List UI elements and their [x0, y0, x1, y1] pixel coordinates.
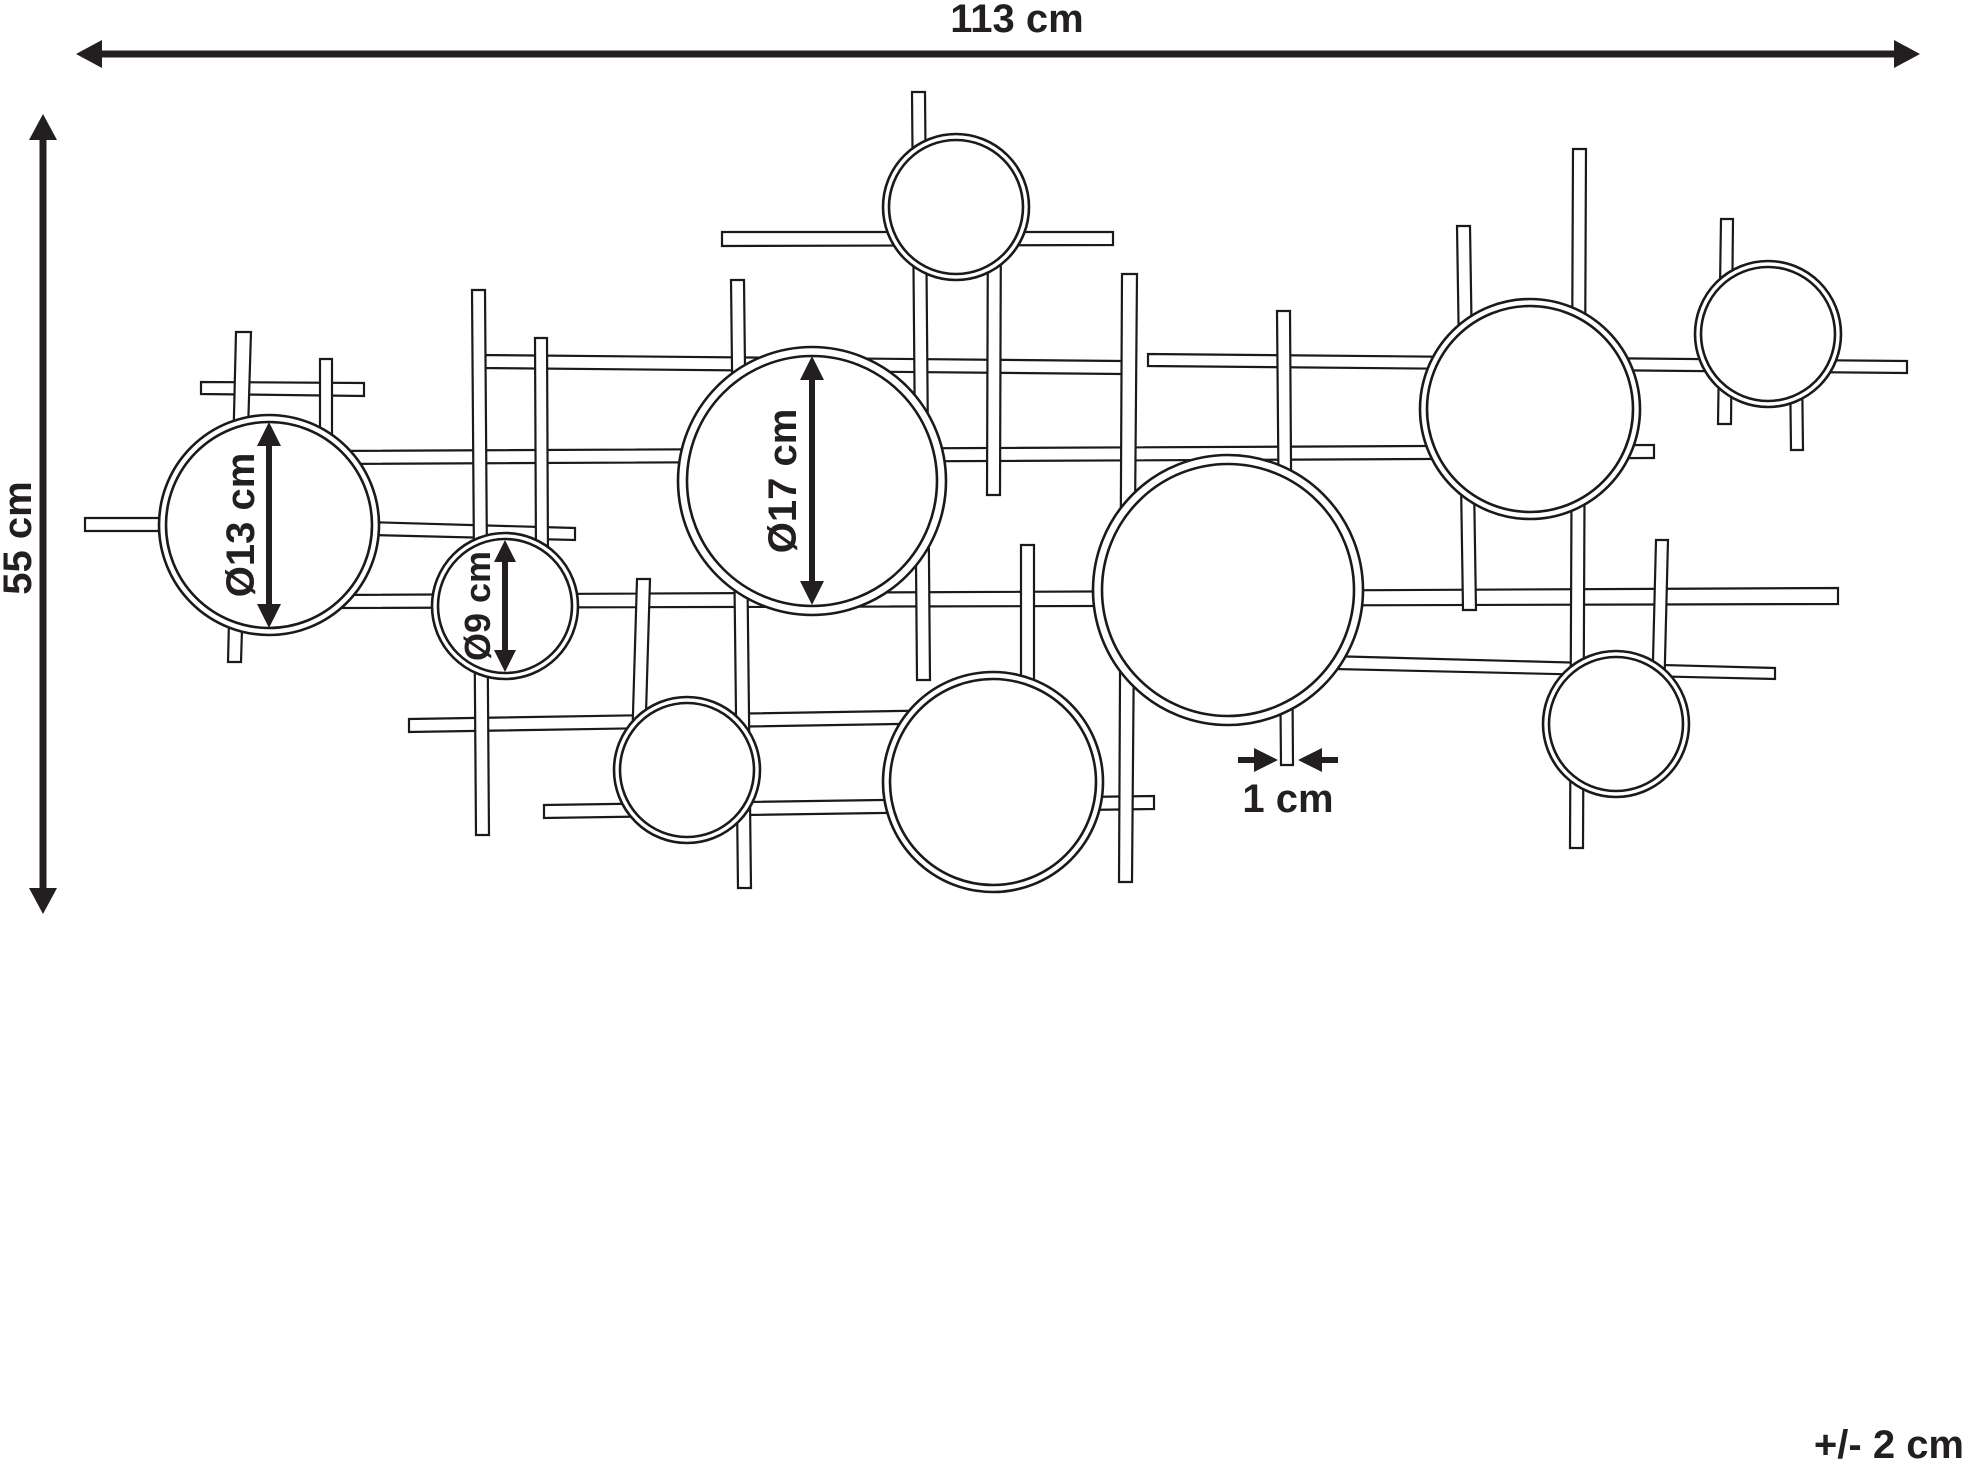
- rod: [1288, 653, 1777, 681]
- rod-thickness-label: 1 cm: [1242, 777, 1333, 821]
- mirror-right-top-small: [1693, 259, 1843, 409]
- tolerance-label: +/- 2 cm: [1814, 1423, 1964, 1464]
- rod: [533, 336, 550, 562]
- arrow-left-icon: [1298, 748, 1322, 772]
- arrow-left-icon: [76, 40, 102, 68]
- arrow-up-icon: [29, 114, 57, 140]
- diameter-17-dimension: Ø17 cm: [761, 356, 824, 605]
- arrow-up-icon: [800, 356, 824, 380]
- arrow-down-icon: [257, 604, 281, 628]
- mirrors: [157, 132, 1843, 894]
- mirror-right-bottom-small: [1541, 649, 1691, 799]
- arrow-right-icon: [1254, 748, 1278, 772]
- mirror-bottom-small: [612, 695, 762, 845]
- diameter-13-dimension: Ø13 cm: [219, 422, 281, 628]
- arrow-up-icon: [257, 422, 281, 446]
- arrow-right-icon: [1894, 40, 1920, 68]
- mirror-right-medium: [1418, 297, 1642, 521]
- rod-thickness-dimension: 1 cm: [1238, 748, 1338, 821]
- width-label: 113 cm: [950, 0, 1083, 41]
- arrow-down-icon: [494, 650, 516, 672]
- diameter-13-label: Ø13 cm: [219, 453, 263, 598]
- width-dimension: 113 cm: [76, 0, 1920, 68]
- diameter-17-label: Ø17 cm: [761, 409, 805, 554]
- mirror-center-right-large: [1091, 453, 1365, 727]
- diameter-9-label: Ø9 cm: [457, 551, 498, 661]
- arrow-down-icon: [29, 888, 57, 914]
- rod: [199, 380, 366, 398]
- arrow-down-icon: [800, 581, 824, 605]
- arrow-up-icon: [494, 540, 516, 562]
- height-dimension: 55 cm: [0, 114, 57, 914]
- mirror-bottom-medium: [881, 670, 1105, 894]
- height-label: 55 cm: [0, 481, 40, 594]
- diameter-9-dimension: Ø9 cm: [457, 540, 516, 672]
- mirror-top-small: [881, 132, 1031, 282]
